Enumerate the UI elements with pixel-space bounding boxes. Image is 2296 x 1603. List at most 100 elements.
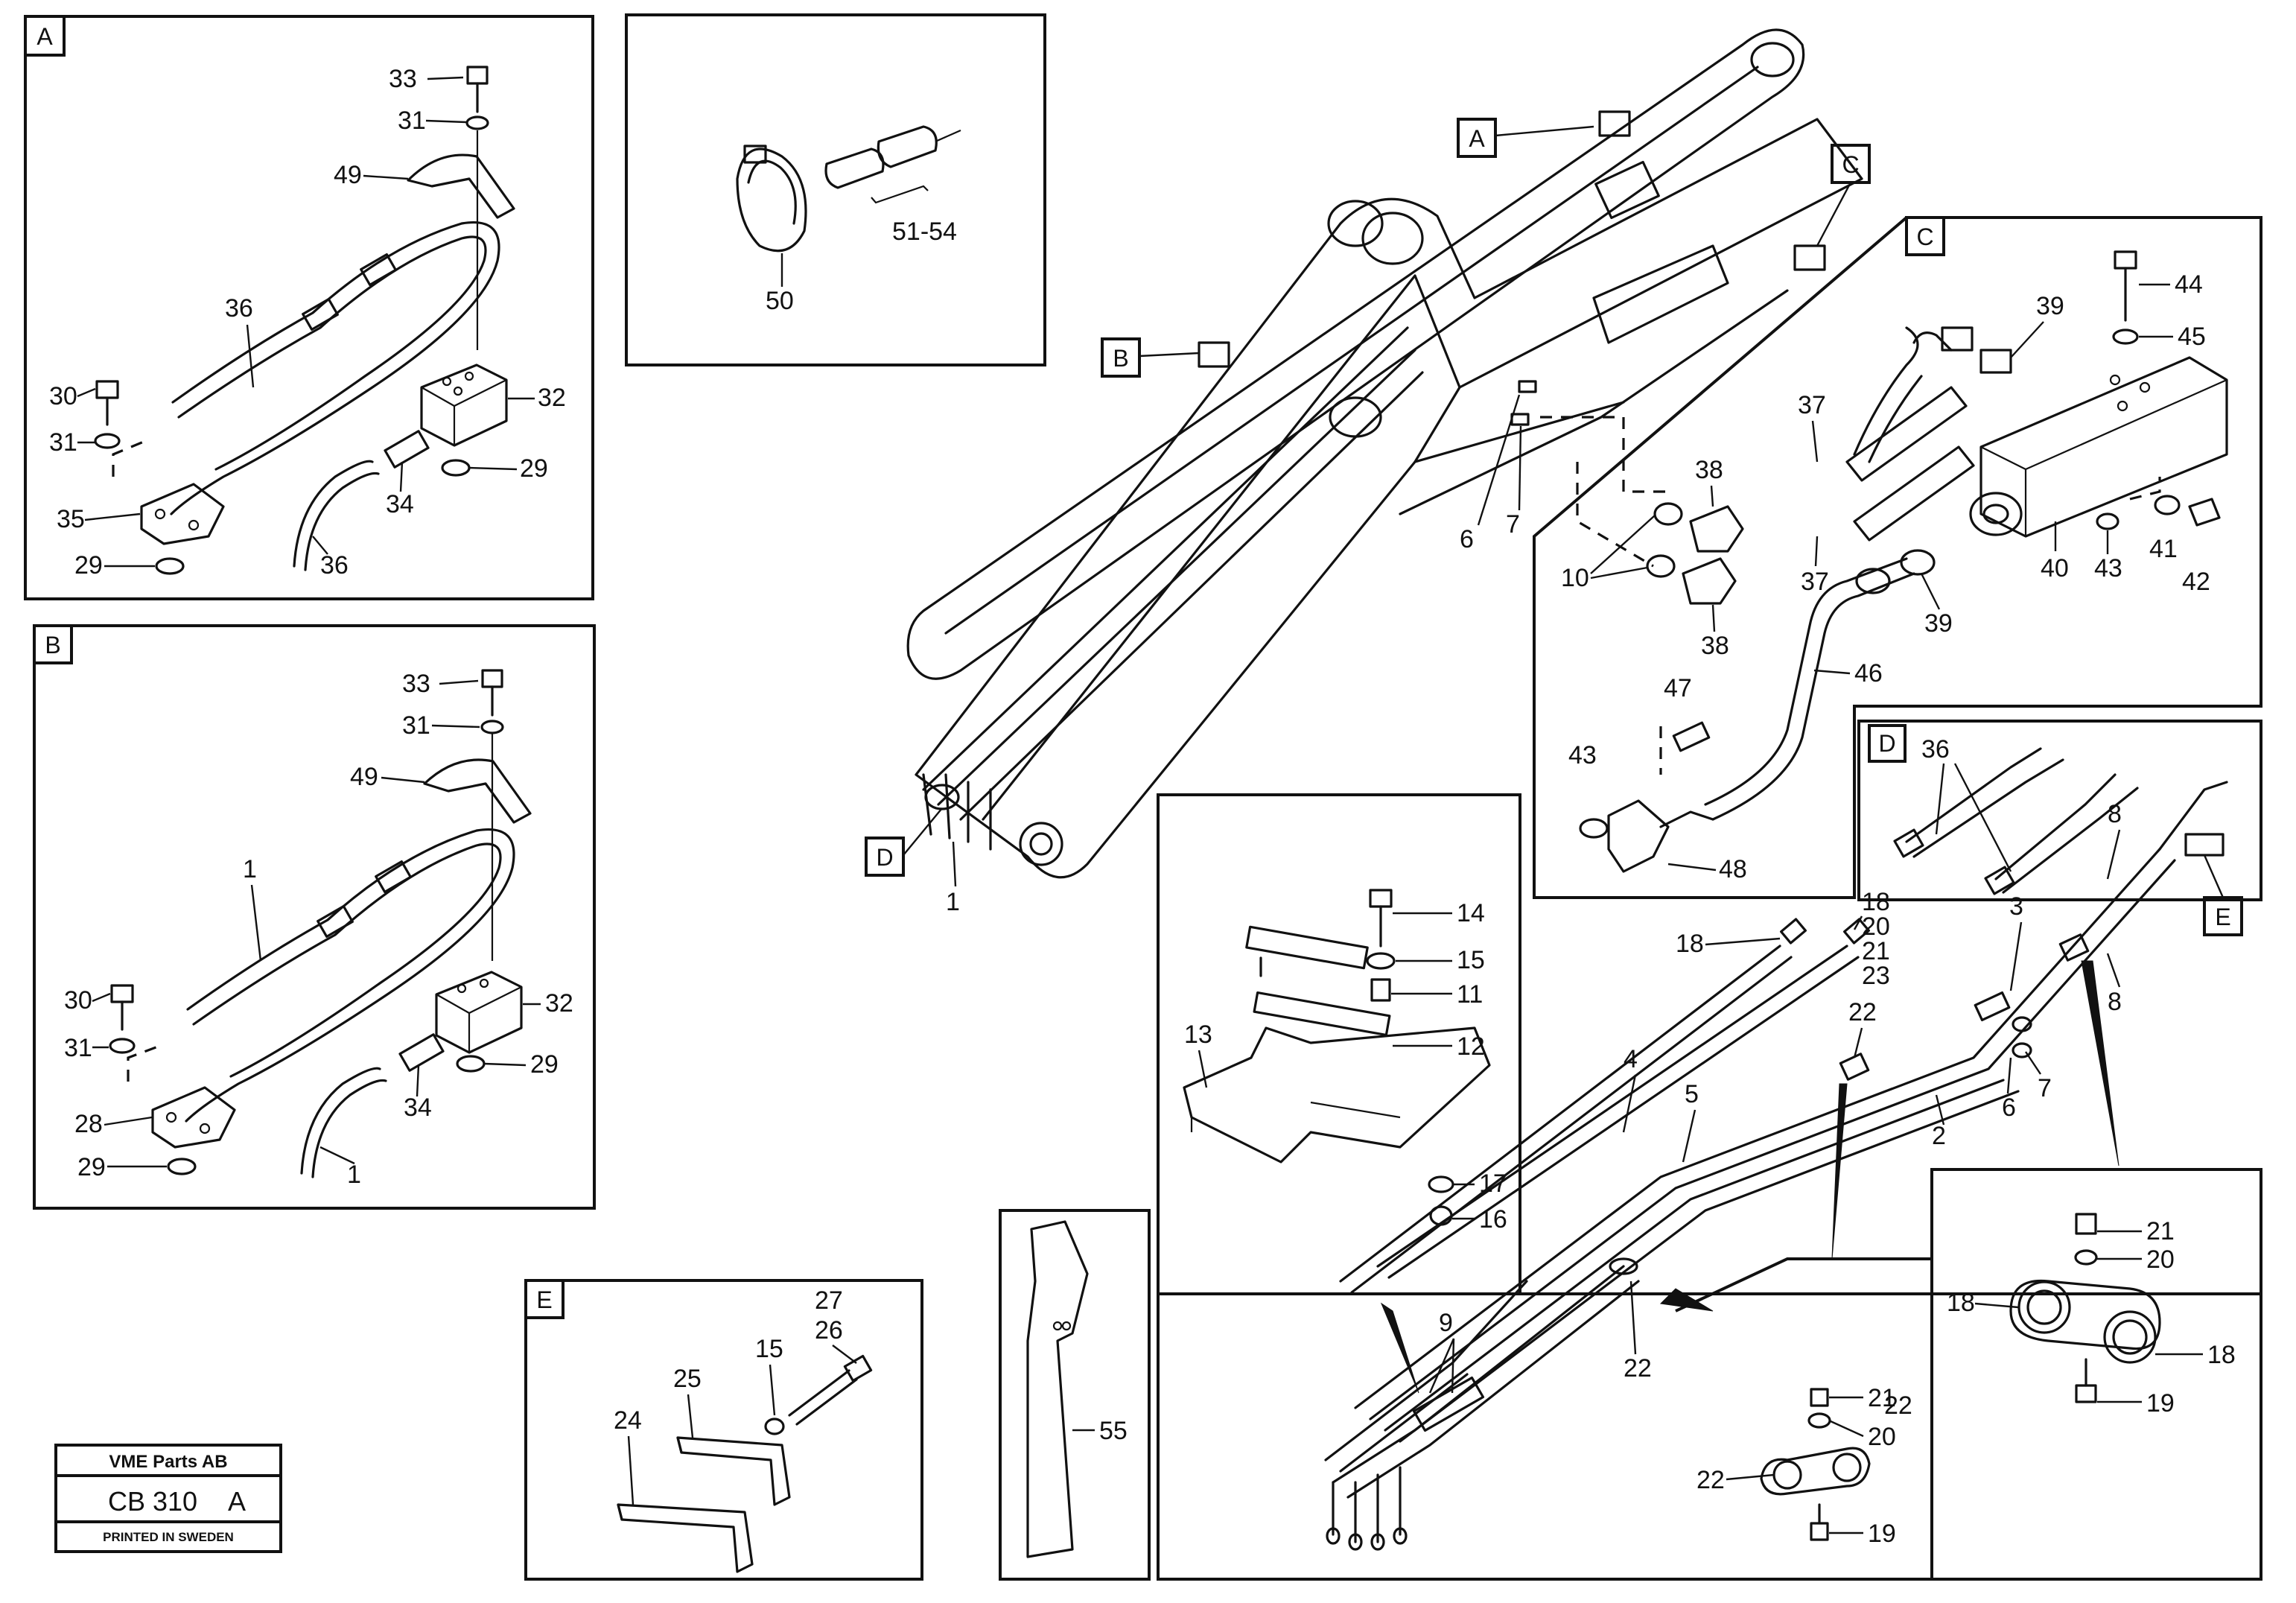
title-stamp: VME Parts AB CB 310 A PRINTED IN SWEDEN	[54, 1444, 282, 1553]
callout: 18	[1676, 930, 1704, 958]
panel-a: A	[24, 15, 594, 600]
panel-d-label: D	[1878, 730, 1895, 757]
callout: 11	[1457, 980, 1483, 1009]
callout: 13	[1184, 1020, 1212, 1049]
callout: 32	[545, 989, 573, 1018]
callout: 29	[530, 1050, 559, 1079]
stamp-revision: A	[228, 1486, 246, 1517]
callout: 12	[1457, 1032, 1485, 1061]
callout: 40	[2041, 554, 2069, 583]
callout: 36	[1921, 735, 1950, 764]
callout: 7	[2038, 1074, 2052, 1102]
callout: 41	[2149, 535, 2178, 563]
callout: 6	[2002, 1093, 2016, 1122]
callout: 33	[402, 670, 430, 698]
callout: 44	[2175, 270, 2203, 299]
callout: 43	[1568, 741, 1597, 769]
callout: 22	[1624, 1354, 1652, 1383]
callout: 16	[1479, 1205, 1507, 1234]
callout: 5	[1685, 1080, 1699, 1108]
callout: 21	[1862, 937, 1890, 965]
callout: 28	[74, 1110, 103, 1138]
callout: 55	[1099, 1417, 1128, 1445]
callout: 36	[225, 294, 253, 323]
callout: 45	[2178, 323, 2206, 351]
callout: 20	[1868, 1423, 1896, 1451]
callout: 30	[64, 986, 92, 1015]
callout: 42	[2182, 568, 2210, 596]
panel-strap	[999, 1209, 1151, 1581]
callout: 18	[2207, 1341, 2236, 1369]
pipe-bundle	[1157, 781, 2262, 1581]
callout: 35	[57, 505, 85, 533]
callout: 34	[386, 490, 414, 518]
callout: 18	[1947, 1289, 1975, 1317]
callout: 17	[1479, 1169, 1507, 1198]
callout: 39	[1924, 609, 1953, 638]
callout: 21	[2146, 1217, 2175, 1245]
callout: 46	[1854, 659, 1883, 688]
main-ref-c: C	[1842, 151, 1859, 178]
callout: 31	[64, 1034, 92, 1062]
callout: 14	[1457, 899, 1485, 927]
callout: 19	[1868, 1520, 1896, 1548]
callout: 39	[2036, 292, 2064, 320]
callout: 27	[815, 1286, 843, 1315]
callout: 43	[2094, 554, 2122, 583]
callout: 34	[404, 1093, 432, 1122]
callout: 49	[350, 763, 378, 791]
panel-b: B	[33, 624, 596, 1210]
callout: 25	[673, 1365, 702, 1393]
callout: 48	[1719, 855, 1747, 883]
callout: 21	[1868, 1384, 1896, 1412]
callout: 20	[1862, 912, 1890, 941]
callout: 32	[538, 384, 566, 412]
stamp-code: CB 310	[108, 1486, 197, 1517]
panel-b-label: B	[45, 632, 60, 658]
callouts: 33 31 49 36 30 31 32 29 35 34 29 36 33 3…	[49, 65, 2236, 1548]
callout: 47	[1664, 674, 1692, 702]
callout: 51-54	[892, 218, 957, 246]
stamp-company: VME Parts AB	[109, 1452, 227, 1472]
boom-assembly	[906, 28, 1863, 879]
callout: 38	[1701, 632, 1729, 660]
callout: 3	[2009, 892, 2023, 921]
callout: 1	[243, 855, 257, 883]
callout: 22	[1696, 1466, 1725, 1494]
callout: 29	[77, 1153, 106, 1181]
callout: 30	[49, 382, 77, 410]
callout: 20	[2146, 1245, 2175, 1274]
main-ref-b: B	[1113, 345, 1128, 372]
callout: 24	[614, 1406, 642, 1435]
panel-e-label: E	[536, 1286, 552, 1313]
callout: 49	[334, 161, 362, 189]
panel-clamp	[625, 13, 1046, 366]
panel-d: D	[1857, 720, 2262, 901]
callout: 26	[815, 1316, 843, 1345]
main-ref-e: E	[2215, 904, 2230, 930]
callout: 29	[74, 551, 103, 580]
callout: 15	[1457, 946, 1485, 974]
callout: 7	[1506, 510, 1520, 539]
callout: 8	[2108, 800, 2122, 828]
callout: 9	[1439, 1309, 1453, 1337]
main-refs: A B C D E	[865, 118, 2243, 936]
callout: 8	[2108, 988, 2122, 1016]
callout: 37	[1801, 568, 1829, 596]
callout: 1	[347, 1161, 361, 1189]
panel-c: C	[1533, 216, 2262, 899]
callout: 22	[1884, 1391, 1912, 1420]
callout: 38	[1695, 456, 1723, 484]
callout: 29	[520, 454, 548, 483]
callout: 15	[755, 1335, 783, 1363]
stamp-printed: PRINTED IN SWEDEN	[103, 1530, 234, 1544]
callout: 36	[320, 551, 349, 580]
main-ref-d: D	[876, 844, 893, 871]
callout: 1	[946, 888, 960, 916]
callout: 4	[1624, 1045, 1638, 1073]
callout: 50	[766, 287, 794, 315]
panel-c-label: C	[1916, 223, 1933, 250]
callout: 10	[1561, 564, 1589, 592]
callout: 19	[2146, 1389, 2175, 1418]
